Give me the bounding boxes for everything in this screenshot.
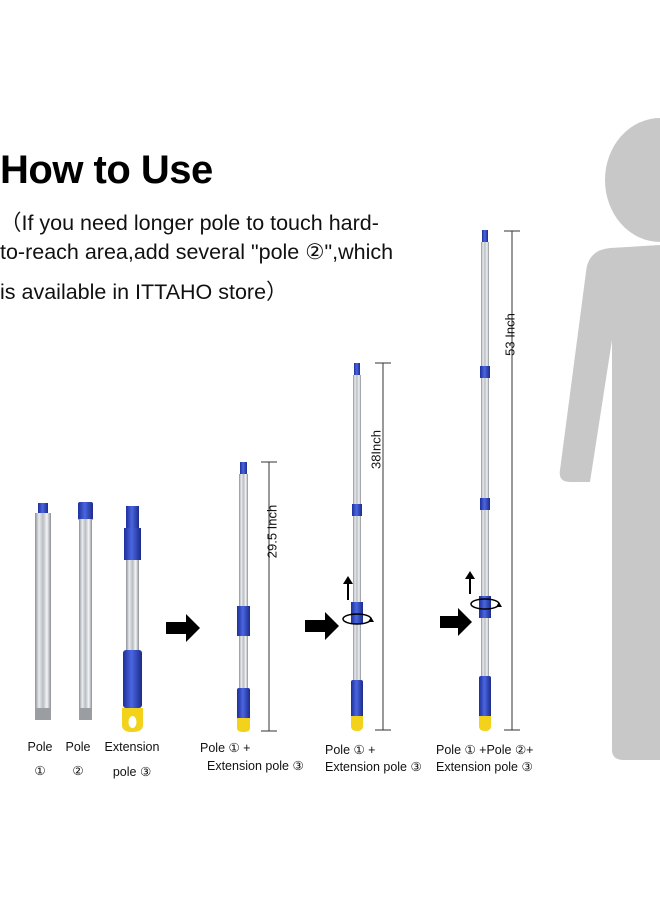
caption-ext-num: pole ③: [112, 765, 152, 779]
arrow-right-2: [305, 612, 339, 640]
pole-2: [78, 502, 93, 720]
pole-1-tube: [35, 513, 51, 710]
pole-2-end: [79, 708, 92, 720]
caption-assembly-1-line1: Pole ① +: [200, 741, 251, 755]
caption-pole-1-num: ①: [34, 764, 46, 778]
assembly-2: [342, 362, 391, 731]
caption-ext-name: Extension: [104, 740, 160, 754]
extension-pole-3: [122, 506, 143, 732]
pole-2-tube: [79, 519, 92, 710]
pole-1-end: [35, 708, 51, 720]
subtitle-line-2: to-reach area,add several "pole ②",which: [0, 240, 394, 264]
arrow-up-icon-2: [343, 576, 353, 600]
arrow-right-1: [166, 614, 200, 642]
length-label-29-5: 29.5 Inch: [264, 504, 280, 559]
ext-tube: [126, 560, 139, 650]
length-label-53: 53 Inch: [502, 313, 518, 356]
caption-pole-1-name: Pole: [27, 740, 53, 754]
length-label-38: 38Inch: [368, 429, 384, 470]
pole-1: [35, 503, 51, 720]
caption-assembly-1-line2: Extension pole ③: [207, 759, 304, 773]
arrow-up-icon-3: [465, 571, 475, 594]
caption-pole-2-name: Pole: [65, 740, 91, 754]
assembly-3: [465, 230, 520, 731]
pole-1-thread: [38, 503, 48, 513]
caption-assembly-2-line2: Extension pole ③: [325, 760, 422, 774]
caption-assembly-3-line2: Extension pole ③: [436, 760, 533, 774]
arrow-right-3: [440, 608, 472, 636]
ext-grip: [123, 650, 142, 708]
subtitle-line-1: （If you need longer pole to touch hard-: [0, 211, 379, 235]
assembly-1: [237, 461, 277, 732]
human-silhouette: [559, 118, 660, 760]
ext-collar: [124, 528, 141, 560]
pole-2-cap: [78, 502, 93, 520]
subtitle-line-3: is available in ITTAHO store）: [0, 280, 288, 304]
ext-top-cap: [126, 506, 139, 528]
caption-assembly-3-line1: Pole ① +Pole ②+: [436, 743, 534, 757]
page-title: How to Use: [0, 148, 213, 192]
caption-pole-2-num: ②: [72, 764, 84, 778]
caption-assembly-2-line1: Pole ① +: [325, 743, 376, 757]
